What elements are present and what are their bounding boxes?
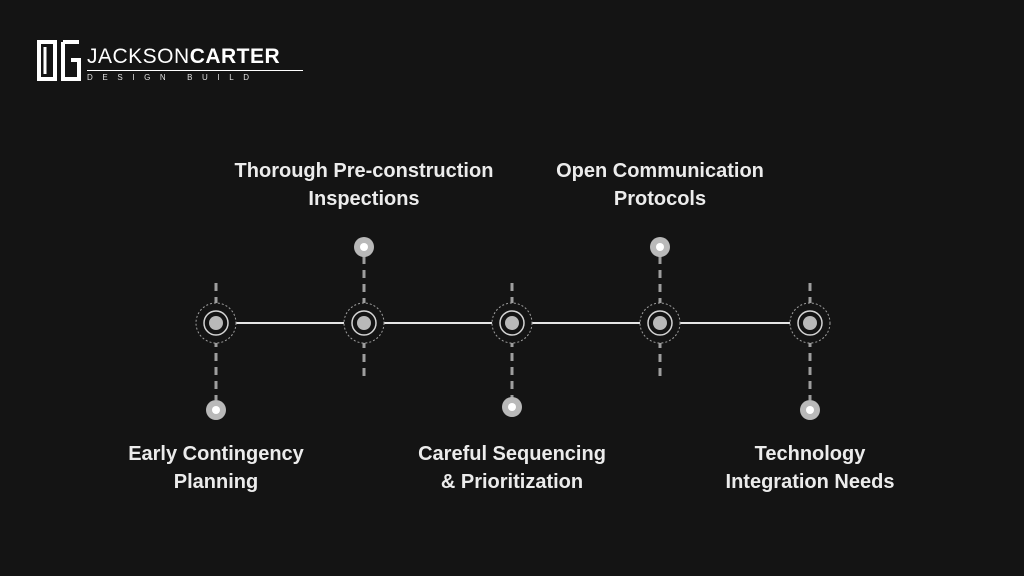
step-label-line-2: Inspections <box>308 188 420 210</box>
timeline-node-5 <box>789 283 831 420</box>
step-label-4: Open Communication Protocols <box>510 157 810 213</box>
node-center-dot <box>209 316 223 330</box>
step-label-line-1: Thorough Pre-construction <box>234 160 494 182</box>
node-center-dot <box>357 316 371 330</box>
step-end-marker-center <box>656 243 664 251</box>
timeline-node-3 <box>491 283 533 417</box>
logo-name-light: JACKSON <box>87 45 190 68</box>
step-label-5: Technology Integration Needs <box>660 440 960 496</box>
step-end-marker-center <box>212 406 220 414</box>
logo-mark-icon <box>37 40 81 81</box>
timeline-node-2 <box>343 237 385 376</box>
step-label-line-1: Open Communication <box>556 160 764 182</box>
node-inner-ring <box>203 310 229 336</box>
step-label-1: Early Contingency Planning <box>66 440 366 496</box>
step-end-marker-center <box>508 403 516 411</box>
timeline-nodes <box>195 237 831 420</box>
step-label-line-1: Technology <box>754 443 866 465</box>
step-label-line-2: Protocols <box>613 188 707 210</box>
timeline-node-1 <box>195 283 237 420</box>
timeline-node-4 <box>639 237 681 376</box>
node-inner-ring <box>647 310 673 336</box>
logo-wordmark: JACKSONCARTER <box>87 45 280 69</box>
logo-divider <box>87 70 303 71</box>
step-label-line-2: Planning <box>173 471 259 493</box>
node-inner-ring <box>499 310 525 336</box>
step-label-2: Thorough Pre-construction Inspections <box>214 157 514 213</box>
step-end-marker-center <box>360 243 368 251</box>
node-inner-ring <box>351 310 377 336</box>
company-logo: JACKSONCARTER DESIGN BUILD <box>36 36 303 82</box>
logo-name-bold: CARTER <box>189 45 281 68</box>
node-inner-ring <box>797 310 823 336</box>
step-label-line-1: Early Contingency <box>128 443 304 465</box>
step-label-line-2: & Prioritization <box>440 471 584 493</box>
node-center-dot <box>803 316 817 330</box>
logo-tagline: DESIGN BUILD <box>87 73 259 82</box>
step-label-line-1: Careful Sequencing <box>418 443 606 465</box>
step-end-marker-center <box>806 406 814 414</box>
step-label-line-2: Integration Needs <box>725 471 895 493</box>
node-center-dot <box>653 316 667 330</box>
step-label-3: Careful Sequencing & Prioritization <box>362 440 662 496</box>
node-center-dot <box>505 316 519 330</box>
